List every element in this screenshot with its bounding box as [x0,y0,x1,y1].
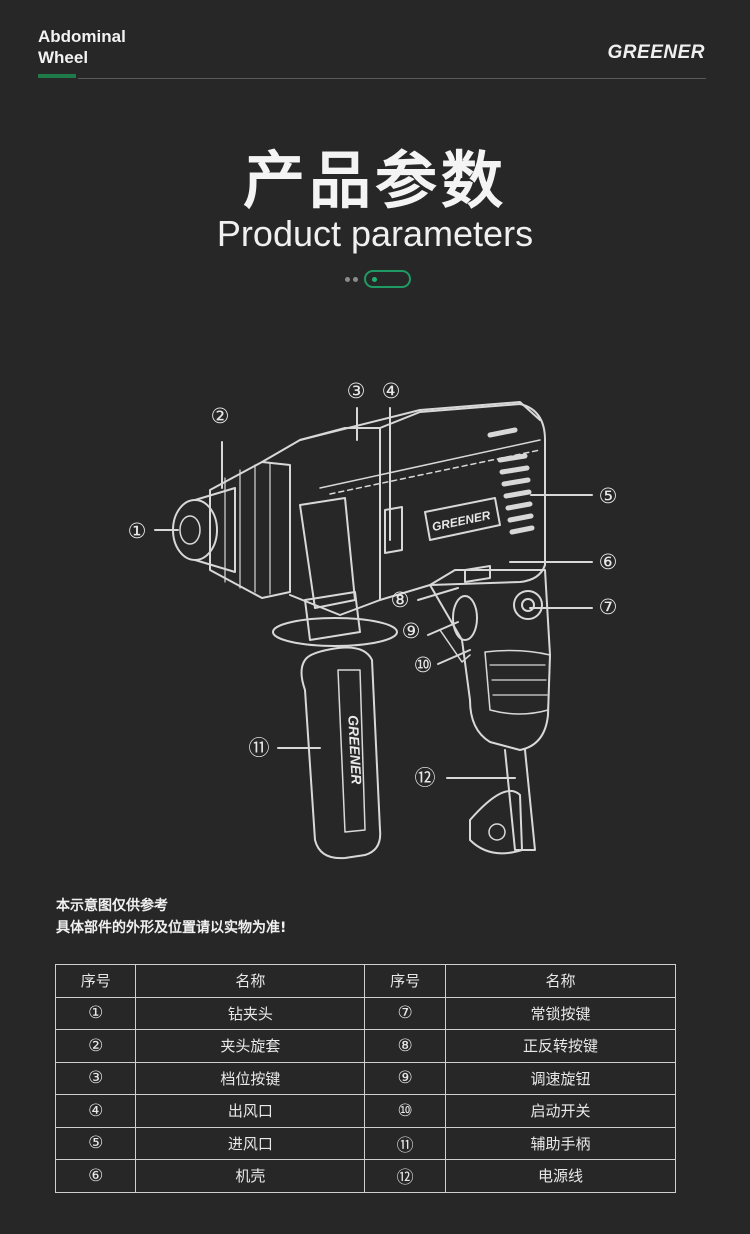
table-cell-name: 正反转按键 [444,1029,677,1063]
header-title-line2: Wheel [38,48,89,67]
drill-body-logo: GREENER [431,508,492,534]
table-header-cell: 名称 [135,964,366,998]
page-title-en: Product parameters [216,213,534,254]
table-row: ③ 档位按键 ⑨ 调速旋钮 [54,1061,677,1095]
table-row: ② 夹头旋套 ⑧ 正反转按键 [54,1029,677,1063]
table-cell-number: ⑫ [364,1159,446,1193]
table-cell-number: ② [54,1029,137,1063]
callout-12: ⑫ [415,766,436,790]
table-cell-number: ⑦ [364,996,446,1030]
table-header-cell: 名称 [444,964,677,998]
page-dot-active [364,270,411,288]
drill-diagram: ① ② ③ ④ ⑤ ⑥ ⑦ ⑧ ⑨ ⑩ ⑪ ⑫ GREENER GREENER [128,379,618,860]
table-row: ① 钻夹头 ⑦ 常锁按键 [54,996,677,1030]
table-cell-number: ⑨ [364,1061,446,1095]
parameters-table: 序号 名称 序号 名称 ① 钻夹头 ⑦ 常锁按键 ② 夹头旋套 ⑧ 正反转按键 … [54,964,677,1193]
table-row: ⑤ 进风口 ⑪ 辅助手柄 [54,1126,677,1160]
callout-9: ⑨ [402,619,421,643]
header-accent-bar [38,74,76,78]
page-title-cn: 产品参数 [242,144,507,217]
table-cell-number: ③ [54,1061,137,1095]
table-cell-number: ⑤ [54,1126,137,1160]
table-cell-name: 夹头旋套 [135,1029,366,1063]
callout-1: ① [128,519,147,543]
table-cell-name: 辅助手柄 [444,1126,677,1160]
table-row: ④ 出风口 ⑩ 启动开关 [54,1094,677,1128]
table-cell-number: ⑩ [364,1094,446,1128]
table-header-cell: 序号 [54,964,137,998]
table-cell-name: 调速旋钮 [444,1061,677,1095]
table-cell-name: 电源线 [444,1159,677,1193]
brand-logo: GREENER [607,42,705,63]
table-cell-number: ⑪ [364,1126,446,1160]
drill-handle-logo: GREENER [345,715,365,786]
table-cell-name: 档位按键 [135,1061,366,1095]
page-dot [345,277,350,282]
page-indicator [342,270,422,290]
table-header-row: 序号 名称 序号 名称 [54,964,677,998]
table-cell-name: 启动开关 [444,1094,677,1128]
table-cell-name: 机壳 [135,1159,366,1193]
header-title: Abdominal Wheel [38,26,126,68]
table-cell-number: ① [54,996,137,1030]
table-cell-number: ⑧ [364,1029,446,1063]
table-cell-number: ④ [54,1094,137,1128]
table-cell-name: 进风口 [135,1126,366,1160]
header-title-line1: Abdominal [38,27,126,46]
callout-4: ④ [382,379,401,403]
disclaimer-line2: 具体部件的外形及位置请以实物为准! [56,920,287,936]
table-cell-name: 常锁按键 [444,996,677,1030]
callout-10: ⑩ [414,653,433,677]
table-row: ⑥ 机壳 ⑫ 电源线 [54,1159,677,1193]
page-dot [353,277,358,282]
callout-3: ③ [347,379,366,403]
table-header-cell: 序号 [364,964,446,998]
callout-5: ⑤ [599,484,618,508]
callout-2: ② [211,404,230,428]
table-cell-number: ⑥ [54,1159,137,1193]
table-cell-name: 出风口 [135,1094,366,1128]
callout-6: ⑥ [599,550,618,574]
callout-8: ⑧ [391,588,410,612]
callout-11: ⑪ [249,736,270,760]
disclaimer-line1: 本示意图仅供参考 [56,898,168,914]
callout-7: ⑦ [599,595,618,619]
header-divider [78,78,706,79]
disclaimer-note: 本示意图仅供参考 具体部件的外形及位置请以实物为准! [56,895,286,939]
table-cell-name: 钻夹头 [135,996,366,1030]
